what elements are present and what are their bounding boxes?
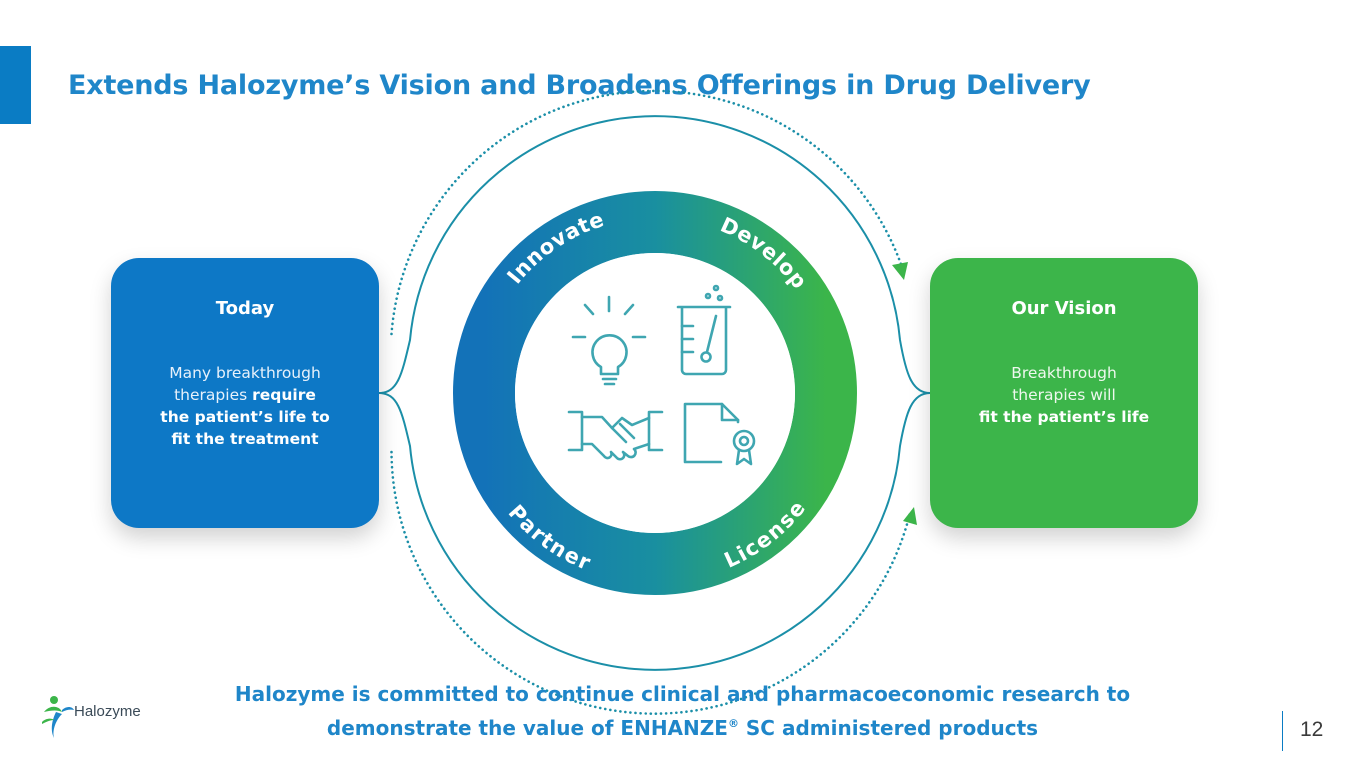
vision-heading: Our Vision — [1011, 298, 1117, 319]
today-line-3: the patient’s life to — [160, 408, 330, 426]
beaker-icon — [676, 284, 732, 376]
halozyme-logo: Halozyme — [40, 692, 180, 742]
halozyme-logo-mark — [42, 696, 74, 738]
today-heading: Today — [215, 298, 275, 319]
vision-line-1: Breakthrough — [1011, 364, 1117, 382]
today-line-2-light: therapies — [174, 386, 253, 404]
vision-line-3: fit the patient’s life — [978, 408, 1150, 426]
dotted-arc-bottom — [390, 450, 912, 715]
today-line-2-bold: require — [252, 386, 316, 404]
today-line-4: fit the treatment — [171, 430, 319, 448]
page-number: 12 — [1300, 718, 1324, 741]
vision-card: Our Vision Breakthrough therapies will f… — [930, 258, 1198, 528]
dotted-arc-top — [390, 89, 905, 336]
accent-bar — [0, 46, 31, 124]
arrowhead-top — [892, 262, 908, 280]
vision-text: Breakthrough therapies will fit the pati… — [950, 362, 1178, 428]
footer-line-2a: demonstrate the value of ENHANZE — [326, 716, 728, 740]
logo-wordmark: Halozyme — [74, 703, 141, 720]
footer-line-1: Halozyme is committed to continue clinic… — [234, 682, 1131, 706]
connector-left-bottom — [378, 392, 931, 671]
footer-statement: Halozyme is committed to continue clinic… — [140, 680, 1225, 743]
footer-line-2b: SC administered products — [738, 716, 1039, 740]
connector-left — [378, 115, 931, 394]
today-line-1: Many breakthrough — [169, 364, 321, 382]
page-number-divider — [1282, 711, 1283, 751]
process-ring — [453, 191, 857, 595]
arrowhead-bottom — [903, 507, 917, 525]
vision-line-2: therapies will — [1012, 386, 1116, 404]
handshake-icon — [567, 410, 664, 461]
page-title: Extends Halozyme’s Vision and Broadens O… — [68, 70, 1091, 101]
lightbulb-icon — [571, 295, 647, 386]
certificate-icon — [683, 402, 756, 466]
today-card: Today Many breakthrough therapies requir… — [111, 258, 379, 528]
footer-line-2: demonstrate the value of ENHANZE® SC adm… — [140, 709, 1225, 743]
registered-mark: ® — [727, 717, 739, 730]
today-text: Many breakthrough therapies require the … — [131, 362, 359, 450]
ring-center — [515, 253, 795, 533]
today-line-2: therapies require — [131, 384, 359, 406]
